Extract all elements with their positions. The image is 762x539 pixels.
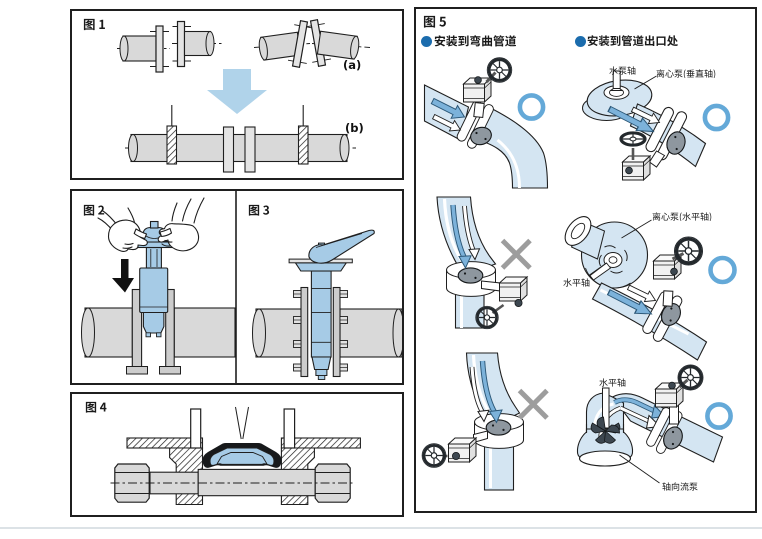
fig3-title: 图 3 (248, 204, 270, 216)
panel-fig1: 图 1 (a) (b) (70, 9, 404, 180)
label-centrifugal-horizontal: 离心泵(水平轴) (652, 212, 712, 221)
fig4-cross-section (110, 406, 361, 506)
cjk-glyph-run (563, 278, 590, 287)
incorrect-mark-1 (500, 238, 532, 270)
correct-mark-2 (702, 103, 730, 132)
panel-fig2-fig3: 图 2 图 3 (70, 189, 404, 385)
fig5-drawing (420, 56, 737, 491)
cjk-glyph-run (652, 212, 712, 221)
label-axial-pump: 轴向流泵 (662, 482, 698, 491)
fig1-label-a: (a) (343, 58, 362, 72)
label-pump-shaft: 水泵轴 (609, 65, 636, 75)
cjk-glyph-run (662, 482, 698, 491)
cjk-glyph-run (248, 204, 270, 216)
cjk-glyph-run (423, 15, 446, 28)
page-bottom-rule (0, 527, 762, 529)
fig5-title: 图 5 (423, 15, 447, 28)
fig1-label-b: (b) (345, 121, 364, 135)
correct-mark-1 (517, 93, 545, 121)
fig5-bend-incorrect-2 (420, 352, 549, 491)
fig3-bolts (293, 290, 348, 372)
cjk-glyph-run (434, 35, 516, 47)
bullet-icon-2 (575, 35, 586, 47)
correct-mark-4 (704, 402, 733, 430)
fig5-bend-correct (423, 56, 548, 189)
fig4-drawing (110, 406, 361, 506)
panel-fig5: 图 5 安装到弯曲管道 安装到管道出口处 水泵轴 离心泵(垂直轴) 离心泵(水平… (413, 7, 757, 513)
fig5-pump-vertical-correct (581, 70, 730, 181)
panel-fig4: 图 4 (70, 392, 404, 517)
fig5-section-label-2: 安装到管道出口处 (587, 35, 678, 47)
fig2-title: 图 2 (83, 204, 105, 216)
fig5-bend-incorrect (435, 196, 532, 331)
cjk-glyph-run (587, 35, 678, 47)
handwheel-icon (485, 56, 513, 84)
label-centrifugal-vertical: 离心泵(垂直轴) (656, 68, 716, 78)
handwheel-flat-icon (617, 130, 648, 148)
fig3-drawing-group (252, 229, 402, 380)
correct-mark-3 (707, 255, 737, 285)
fig5-pump-horizontal-correct (564, 216, 737, 361)
fig1-misaligned-pipes (253, 19, 371, 68)
fig1-drawing (117, 19, 371, 173)
fig1-aligned-pipes (117, 20, 224, 73)
cjk-glyph-run (85, 401, 107, 413)
cjk-glyph-run (599, 378, 626, 387)
valve-seat-liner (209, 447, 275, 466)
fig2-drawing-group (81, 197, 236, 375)
cjk-glyph-run (656, 68, 716, 78)
propeller-icon (590, 416, 620, 444)
bullet-icon-1 (421, 35, 432, 47)
fig5-axial-pump-correct (576, 363, 733, 484)
cjk-glyph-run (609, 65, 636, 75)
fig5-section-label-1: 安装到弯曲管道 (434, 35, 517, 47)
fig1-title: 图 1 (83, 18, 106, 31)
label-horizontal-axis-mid: 水平轴 (563, 278, 590, 287)
cjk-glyph-run (83, 204, 105, 216)
lever-handle (308, 229, 375, 264)
big-down-arrow (207, 69, 267, 114)
label-horizontal-axis-bottom: 水平轴 (599, 378, 626, 387)
cjk-glyph-run (83, 18, 105, 31)
fig2-fig3-drawing (81, 191, 402, 383)
fig4-title: 图 4 (85, 401, 107, 413)
hands (97, 197, 205, 252)
down-arrow-icon (112, 259, 134, 293)
incorrect-mark-2 (517, 388, 549, 420)
fig1-correct-assembly (125, 105, 356, 173)
